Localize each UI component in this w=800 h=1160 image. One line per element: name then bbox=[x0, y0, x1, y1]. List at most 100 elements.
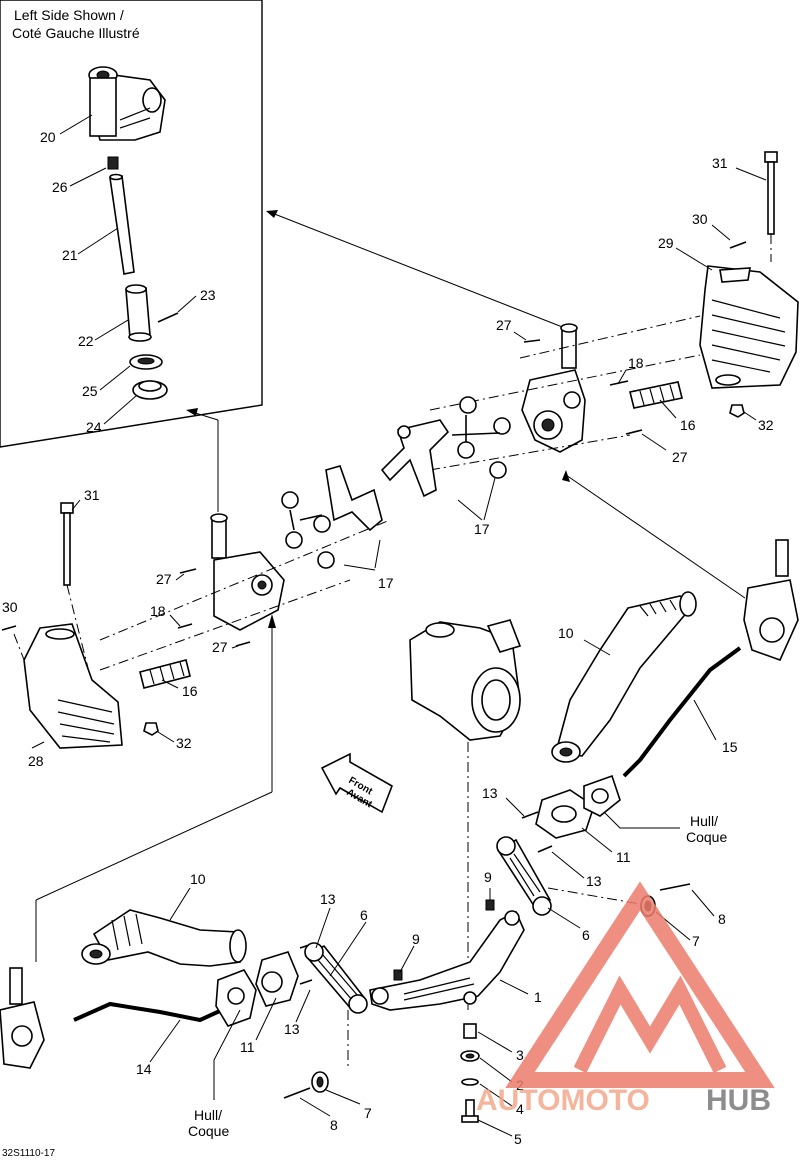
callout-18-right: 18 bbox=[628, 355, 644, 371]
cover-housing-right bbox=[699, 265, 799, 389]
tube-right bbox=[622, 646, 742, 778]
callout-24: 24 bbox=[86, 419, 102, 435]
fastener-stack bbox=[460, 1023, 480, 1123]
inset-title-line2: Coté Gauche Illustré bbox=[12, 25, 140, 41]
right-steering-assembly bbox=[380, 151, 799, 521]
long-bolt-left bbox=[60, 502, 74, 586]
pin-part bbox=[157, 312, 179, 323]
callout-27-left-b: 27 bbox=[212, 639, 228, 655]
callout-16-right: 16 bbox=[680, 417, 696, 433]
hull-label-right-line2: Coque bbox=[686, 829, 727, 845]
link-arm-left bbox=[304, 942, 368, 1014]
linkage-set-right bbox=[380, 396, 511, 498]
watermark-logo-icon bbox=[505, 881, 775, 1088]
callout-32-right: 32 bbox=[758, 417, 774, 433]
callout-17-left: 17 bbox=[378, 575, 394, 591]
screw-right bbox=[729, 241, 747, 249]
washer-7-left bbox=[311, 1071, 329, 1093]
bolt-8-left bbox=[283, 1087, 311, 1099]
callout-8-right: 8 bbox=[718, 911, 726, 927]
callout-1: 1 bbox=[534, 989, 542, 1005]
hose-left bbox=[81, 909, 247, 967]
hose-right bbox=[551, 591, 697, 763]
steering-arm-left bbox=[210, 513, 285, 631]
steering-bracket-part bbox=[88, 66, 166, 141]
callout-10-left: 10 bbox=[190, 871, 206, 887]
tube-part bbox=[109, 173, 135, 275]
callout-4: 4 bbox=[516, 1101, 524, 1117]
pin-left bbox=[177, 623, 193, 629]
cover-housing-left bbox=[23, 623, 123, 749]
steering-plate bbox=[369, 910, 525, 1011]
nozzle-bracket-left bbox=[0, 967, 45, 1069]
callout-11-right: 11 bbox=[616, 849, 631, 865]
callout-6-right: 6 bbox=[582, 927, 590, 943]
inset-title-line1: Left Side Shown / bbox=[14, 7, 124, 23]
nut-9-right bbox=[485, 899, 495, 911]
bolt-27-left-a bbox=[179, 568, 197, 574]
watermark-text-part2: HUB bbox=[706, 1084, 771, 1117]
left-steering-assembly bbox=[1, 465, 391, 749]
callout-25: 25 bbox=[82, 383, 98, 399]
nut-right bbox=[729, 404, 745, 418]
callout-3: 3 bbox=[516, 1047, 524, 1063]
callout-21: 21 bbox=[62, 247, 78, 263]
reference-arrows bbox=[35, 210, 746, 962]
nut-left bbox=[143, 722, 159, 736]
bolt-8-right bbox=[659, 883, 691, 891]
callout-9-left: 9 bbox=[412, 931, 420, 947]
callout-9-right: 9 bbox=[484, 869, 492, 885]
callout-6-left: 6 bbox=[360, 907, 368, 923]
pump-housing bbox=[409, 619, 522, 741]
hull-label-right-line1: Hull/ bbox=[690, 813, 718, 829]
long-bolt-right bbox=[764, 151, 778, 235]
hull-label-left-line2: Coque bbox=[188, 1123, 229, 1139]
callout-10-right: 10 bbox=[558, 625, 574, 641]
tube-left bbox=[73, 1001, 223, 1023]
callout-13-right-a: 13 bbox=[482, 785, 498, 801]
callout-7-right: 7 bbox=[692, 933, 700, 949]
callout-27-top: 27 bbox=[496, 317, 512, 333]
link-arm-right bbox=[496, 836, 552, 916]
callout-17-right: 17 bbox=[474, 521, 490, 537]
bolt-27-top bbox=[523, 339, 541, 343]
callout-23: 23 bbox=[200, 287, 216, 303]
callout-8-left: 8 bbox=[330, 1117, 338, 1133]
callout-26: 26 bbox=[52, 179, 68, 195]
bolt-27-right bbox=[625, 429, 643, 435]
callout-29: 29 bbox=[658, 235, 674, 251]
callout-16-left: 16 bbox=[182, 683, 198, 699]
splined-shaft-right bbox=[629, 381, 683, 409]
front-direction-arrow: Front Avant bbox=[320, 752, 393, 814]
steering-arm-top bbox=[521, 323, 586, 453]
callout-31-left: 31 bbox=[84, 487, 100, 503]
inset-panel: Left Side Shown / Coté Gauche Illustré bbox=[0, 0, 263, 448]
callout-14: 14 bbox=[136, 1061, 152, 1077]
linkage-set-left bbox=[281, 465, 383, 569]
bushing-part bbox=[125, 284, 152, 342]
callout-31-right: 31 bbox=[712, 155, 728, 171]
cap-part bbox=[107, 156, 119, 170]
hull-flange-left bbox=[215, 951, 299, 1027]
callout-13-left-a: 13 bbox=[320, 891, 336, 907]
callout-30-left: 30 bbox=[2, 599, 18, 615]
callout-22: 22 bbox=[78, 333, 94, 349]
watermark-text-part1: AUTOMOTO bbox=[476, 1084, 650, 1117]
callout-30-right: 30 bbox=[692, 211, 708, 227]
nozzle-bracket-right bbox=[743, 539, 799, 662]
callout-27-right: 27 bbox=[672, 449, 688, 465]
ring-part bbox=[129, 354, 163, 370]
splined-shaft-left bbox=[139, 659, 191, 689]
callout-32-left: 32 bbox=[176, 735, 192, 751]
callout-28: 28 bbox=[28, 753, 44, 769]
nut-part bbox=[132, 380, 168, 400]
hull-label-left-line1: Hull/ bbox=[194, 1107, 222, 1123]
bolt-27-left-b bbox=[235, 641, 251, 647]
callout-20: 20 bbox=[40, 129, 56, 145]
callout-15: 15 bbox=[722, 739, 738, 755]
diagram-reference-code: 32S1110-17 bbox=[2, 1148, 55, 1159]
nut-9-left bbox=[393, 969, 403, 981]
callout-7-left: 7 bbox=[364, 1105, 372, 1121]
screw-left bbox=[1, 625, 17, 631]
